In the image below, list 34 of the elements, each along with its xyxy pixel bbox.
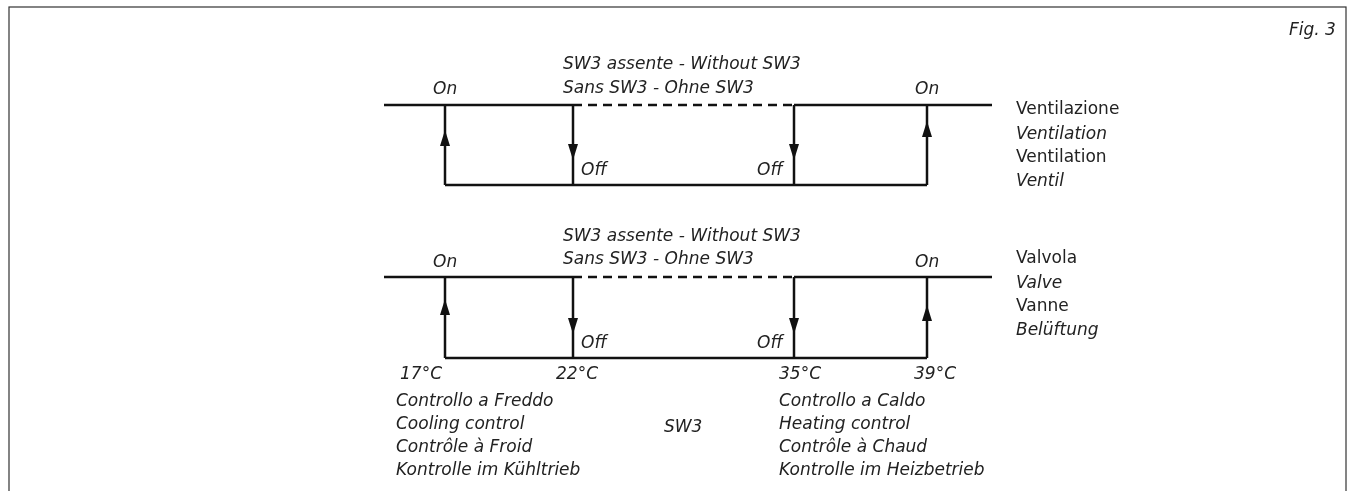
output-label: Ventil — [1016, 170, 1064, 190]
figure-caption: Fig. 3 — [1289, 19, 1336, 39]
state-label: Off — [757, 332, 783, 352]
output-label: Valvola — [1016, 247, 1078, 267]
output-label: Ventilazione — [1016, 98, 1120, 118]
description-text: Heating control — [779, 413, 911, 433]
temperature-label: 35°C — [779, 363, 821, 383]
state-label: On — [433, 251, 458, 271]
state-label: On — [915, 251, 940, 271]
note-text: SW3 assente - Without SW3 — [563, 53, 801, 73]
switch-label: SW3 — [664, 416, 703, 436]
description-text: Kontrolle im Heizbetrieb — [779, 459, 985, 479]
output-label: Ventilation — [1016, 123, 1107, 143]
description-text: Controllo a Caldo — [779, 390, 926, 410]
temperature-label: 39°C — [914, 363, 956, 383]
note-text: Sans SW3 - Ohne SW3 — [563, 248, 754, 268]
output-label: Vanne — [1016, 295, 1069, 315]
state-label: Off — [581, 332, 607, 352]
note-text: SW3 assente - Without SW3 — [563, 225, 801, 245]
state-label: Off — [581, 159, 607, 179]
output-label: Valve — [1016, 272, 1063, 292]
output-label: Ventilation — [1016, 146, 1107, 166]
description-text: Kontrolle im Kühltrieb — [396, 459, 581, 479]
temperature-label: 22°C — [556, 363, 598, 383]
state-label: On — [433, 78, 458, 98]
temperature-label: 17°C — [400, 363, 442, 383]
output-label: Belüftung — [1016, 319, 1099, 339]
state-label: On — [915, 78, 940, 98]
description-text: Contrôle à Chaud — [779, 436, 928, 456]
description-text: Controllo a Freddo — [396, 390, 554, 410]
description-text: Cooling control — [396, 413, 525, 433]
state-label: Off — [757, 159, 783, 179]
note-text: Sans SW3 - Ohne SW3 — [563, 77, 754, 97]
description-text: Contrôle à Froid — [396, 436, 533, 456]
